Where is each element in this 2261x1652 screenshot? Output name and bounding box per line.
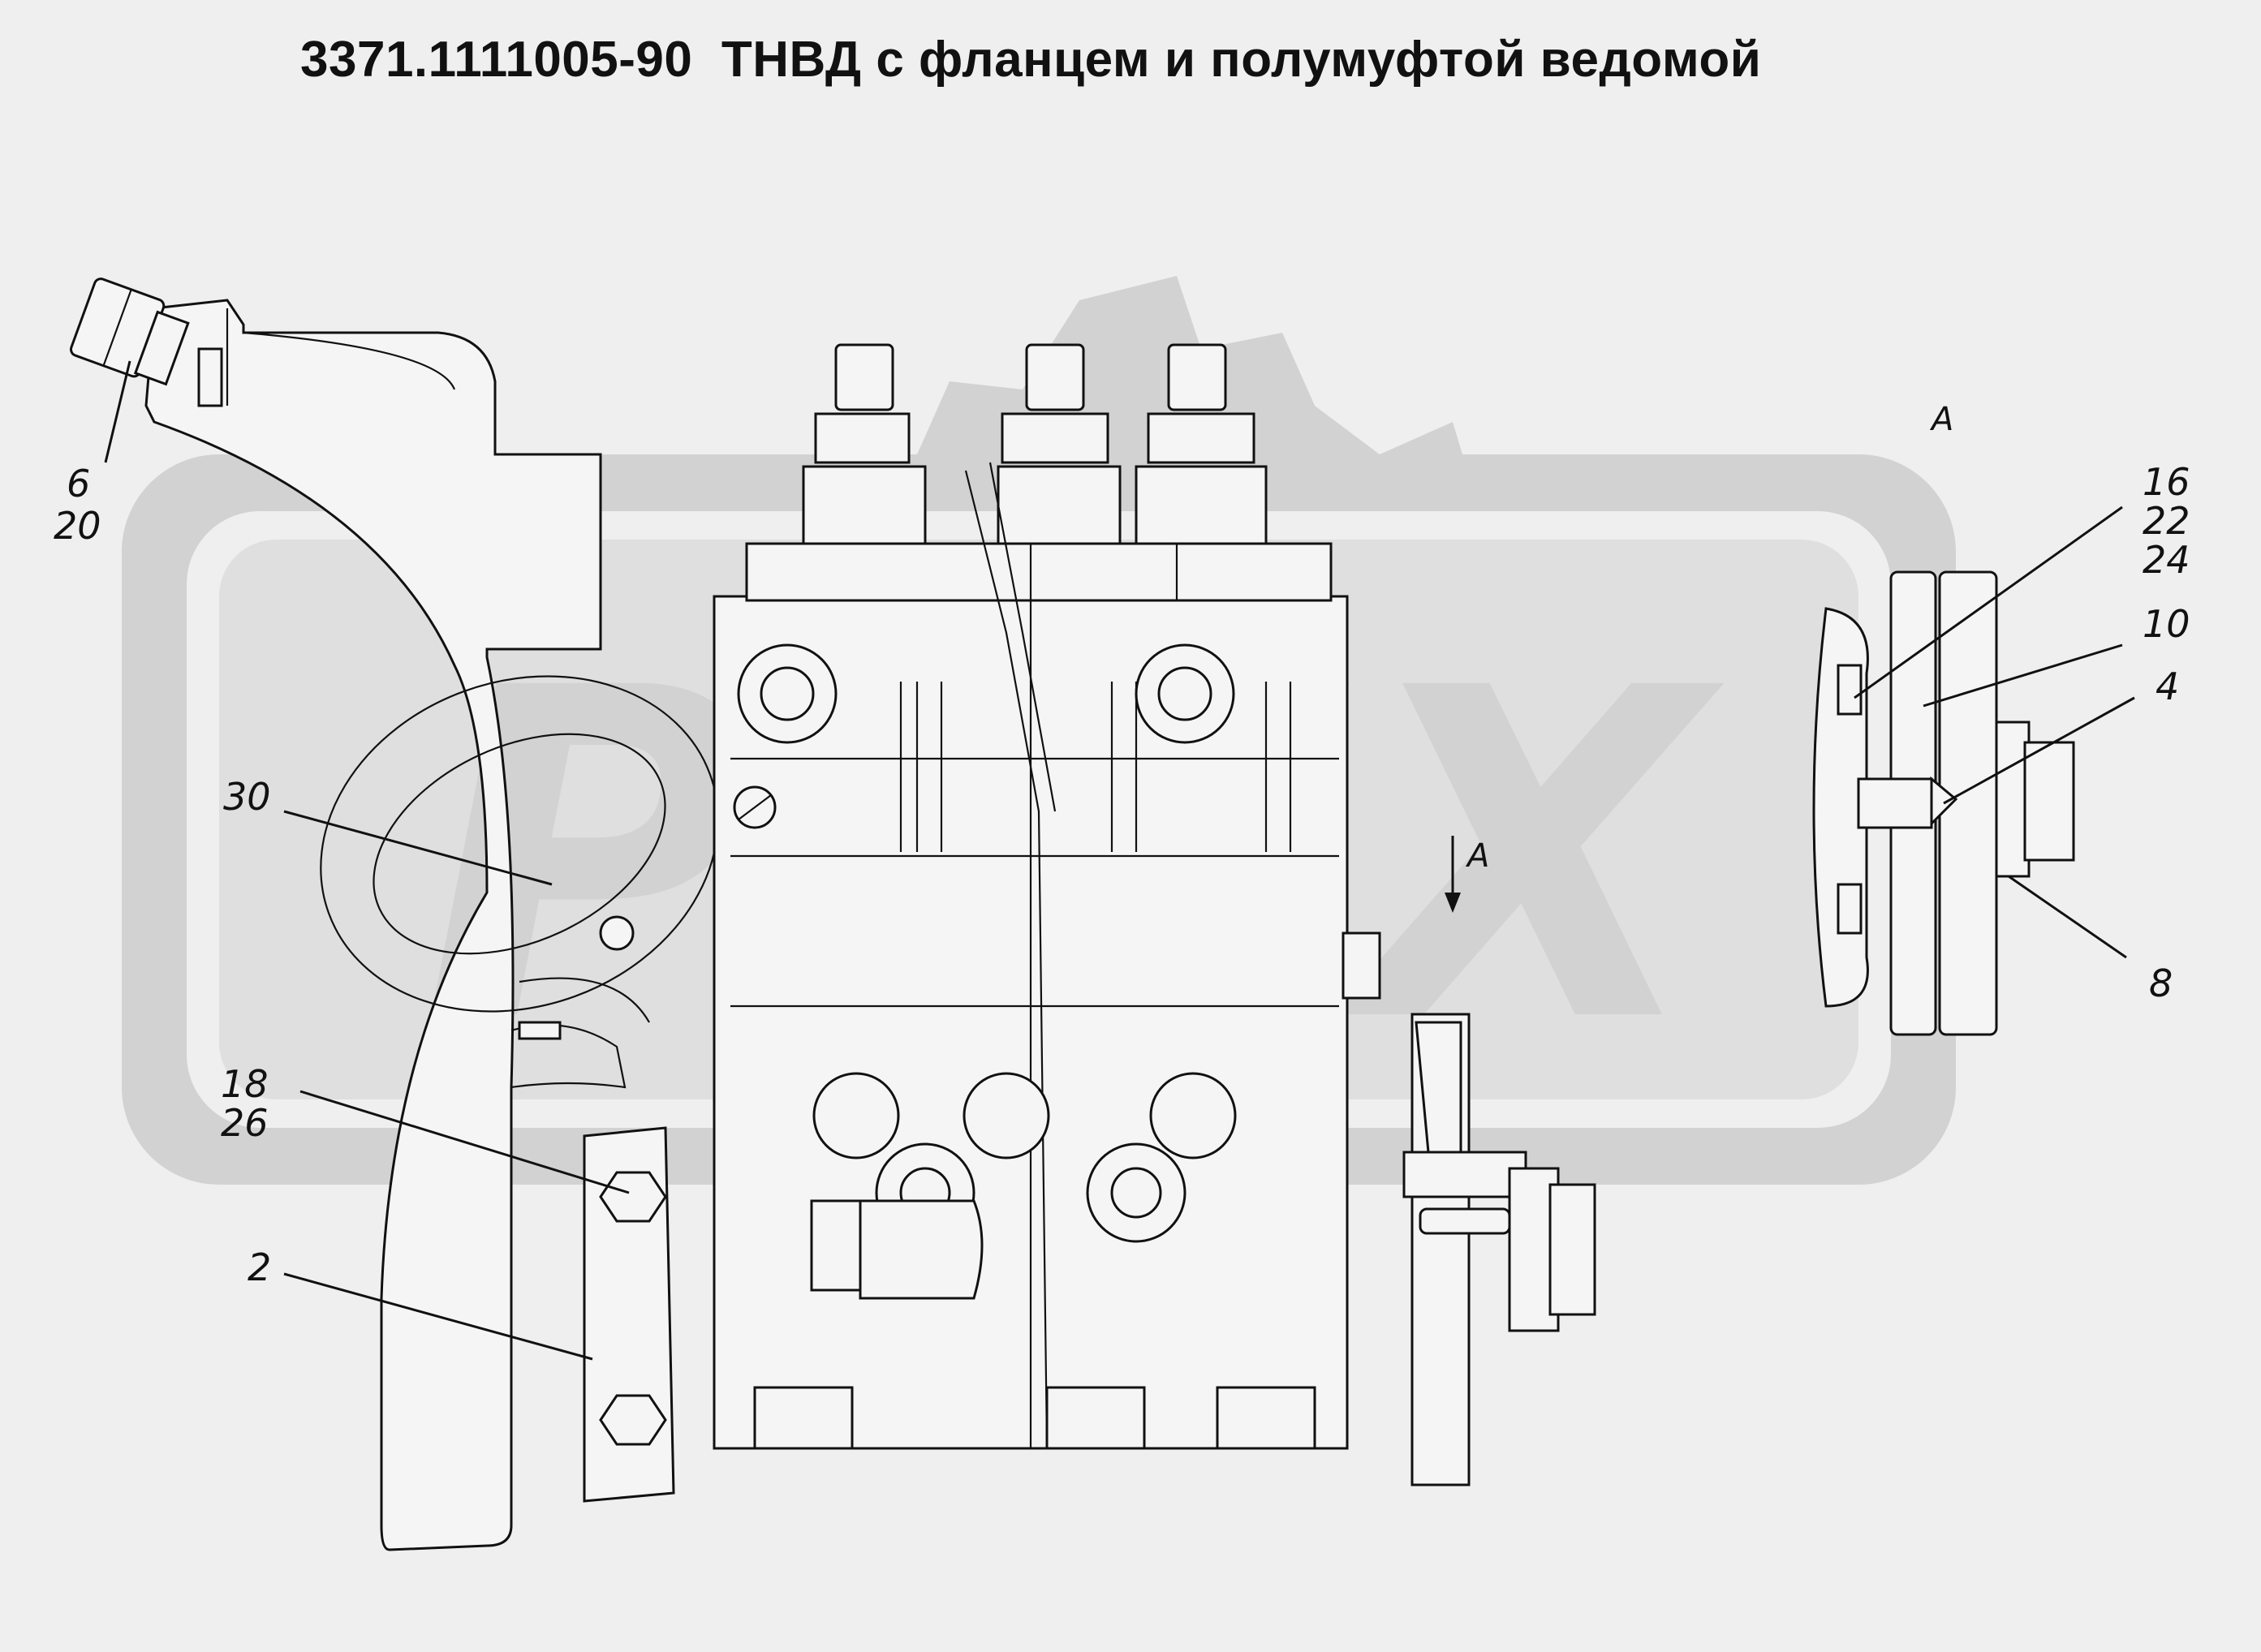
valve-holder-base xyxy=(802,465,927,545)
port-lower-1 xyxy=(812,1072,900,1159)
block-foot-1 xyxy=(753,1386,854,1450)
valve-holder-base xyxy=(997,465,1122,545)
callout-26: 26 xyxy=(221,1101,269,1145)
valve-holder-cap xyxy=(834,343,894,411)
valve-holder-cap xyxy=(1167,343,1227,411)
view-a-label: А xyxy=(1929,401,1953,438)
port-lower-5-bore xyxy=(1110,1167,1162,1219)
port-upper-right-bore xyxy=(1157,666,1212,721)
cap-slot xyxy=(518,1021,562,1040)
bolt-lower xyxy=(599,1394,667,1446)
housing-outline xyxy=(144,299,602,1551)
fitting-edge xyxy=(102,289,132,367)
block-foot-2 xyxy=(1045,1386,1146,1450)
valve-holder-nut xyxy=(1001,412,1109,464)
housing-edge xyxy=(226,308,456,406)
callout-6: 6 xyxy=(67,462,90,505)
leader-10 xyxy=(1923,643,2123,708)
fuel-line-right xyxy=(988,462,1057,812)
flange-hole xyxy=(599,915,635,951)
screw-slot xyxy=(738,794,772,820)
flange-outer-oval xyxy=(320,675,719,1013)
callout-16: 16 xyxy=(2143,460,2190,504)
coupling-slot xyxy=(1419,1207,1511,1235)
callout-2: 2 xyxy=(248,1245,271,1289)
block-channels xyxy=(899,682,1292,852)
callout-24: 24 xyxy=(2143,538,2190,582)
diagram-title: 3371.1111005-90 ТНВД с фланцем и полумуф… xyxy=(300,32,1762,88)
leader-6-20 xyxy=(104,360,131,463)
side-fitting-body xyxy=(859,1199,984,1300)
pump-block xyxy=(713,343,1381,1450)
fitting-6-20 xyxy=(69,277,190,386)
callout-labels: 6 20 30 18 26 2 16 22 24 10 4 8 xyxy=(54,460,2190,1289)
valve-holder-cap xyxy=(1025,343,1085,411)
housing-boss xyxy=(197,347,223,407)
valve-holder-nut xyxy=(1147,412,1255,464)
valve-holder-base xyxy=(1135,465,1268,545)
leader-2 xyxy=(283,1272,593,1361)
view-a: А xyxy=(1812,401,2075,1036)
pump-housing-left xyxy=(69,277,719,1551)
callout-18: 18 xyxy=(221,1062,269,1106)
coupling-key xyxy=(1402,1151,1527,1198)
leader-8 xyxy=(2008,875,2127,959)
view-a-nut-bottom xyxy=(1837,883,1863,935)
bolt-18-26 xyxy=(599,1171,667,1223)
side-fitting-nut xyxy=(810,1199,866,1292)
valve-holder-1 xyxy=(802,343,927,545)
fitting-body xyxy=(133,310,190,386)
block-top-plate xyxy=(745,542,1333,602)
leader-18-26 xyxy=(299,1090,630,1194)
section-arrow-head xyxy=(1445,893,1461,913)
port-lower-3 xyxy=(1149,1072,1237,1159)
port-lower-2 xyxy=(963,1072,1050,1159)
callout-10: 10 xyxy=(2143,602,2190,646)
callout-30: 30 xyxy=(223,775,271,819)
callout-8: 8 xyxy=(2149,962,2173,1005)
view-a-pin xyxy=(1857,777,1933,829)
callout-20: 20 xyxy=(54,504,101,548)
coupling-bolt xyxy=(1548,1183,1596,1316)
coupling-half xyxy=(1402,1013,1596,1486)
view-a-nut-top xyxy=(1837,664,1863,716)
section-arrow: А xyxy=(1445,836,1489,913)
valve-holder-2 xyxy=(997,343,1122,545)
leader-lines xyxy=(104,360,2135,1361)
flange-oval xyxy=(373,733,666,955)
leader-16-22-24 xyxy=(1854,505,2123,699)
valve-holder-3 xyxy=(1135,343,1268,545)
callout-4: 4 xyxy=(2155,665,2179,708)
callout-22: 22 xyxy=(2143,499,2190,543)
section-arrow-label: А xyxy=(1465,837,1489,875)
port-upper-left-bore xyxy=(760,666,815,721)
leader-30 xyxy=(283,810,553,886)
view-a-pin-tip xyxy=(1930,776,1958,827)
block-foot-3 xyxy=(1216,1386,1316,1450)
view-a-bolt xyxy=(2023,741,2075,862)
valve-holder-nut xyxy=(814,412,911,464)
leader-4 xyxy=(1943,696,2135,805)
block-side-nut xyxy=(1342,931,1381,1000)
